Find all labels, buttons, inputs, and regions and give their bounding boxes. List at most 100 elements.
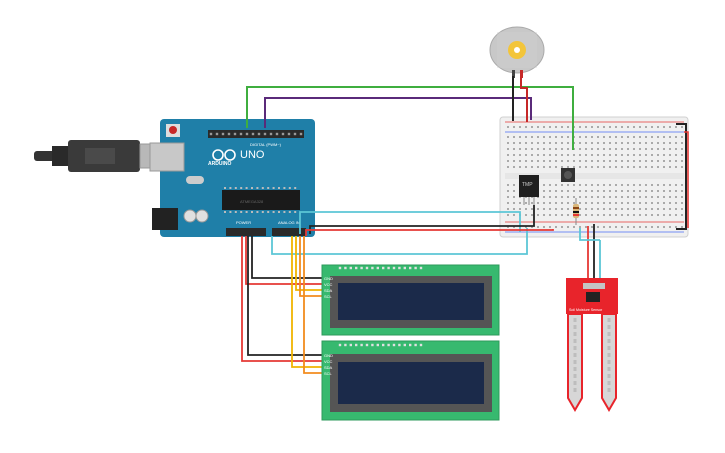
breadboard-hole: [585, 190, 587, 192]
breadboard-hole: [573, 160, 575, 162]
push-button[interactable]: [561, 168, 575, 182]
breadboard-hole: [639, 148, 641, 150]
lcd-pin: [419, 266, 423, 270]
breadboard-hole: [681, 154, 683, 156]
breadboard-hole: [573, 196, 575, 198]
breadboard-hole: [615, 202, 617, 204]
breadboard-hole: [597, 148, 599, 150]
chip-pin: [294, 211, 297, 213]
wire-cyan-analog-1[interactable]: [299, 211, 521, 234]
wire-lcd1-sda[interactable]: [295, 236, 327, 291]
wire-lcd1-vcc[interactable]: [245, 236, 327, 285]
chip-pin: [267, 211, 270, 213]
breadboard-hole: [621, 154, 623, 156]
wire-motor-red[interactable]: [520, 76, 528, 122]
breadboard-hole: [675, 214, 677, 216]
wire-lcd2-vcc[interactable]: [241, 236, 327, 362]
digital-label: DIGITAL (PWM~): [250, 142, 282, 147]
breadboard-hole: [543, 208, 545, 210]
analog-label: ANALOG IN: [278, 220, 300, 225]
power-header[interactable]: [226, 228, 266, 236]
wire-rail-red-right[interactable]: [684, 131, 689, 228]
breadboard-hole: [621, 202, 623, 204]
dc-motor[interactable]: [489, 26, 545, 78]
breadboard-hole: [567, 154, 569, 156]
wire-rail-black-right[interactable]: [676, 123, 687, 230]
wire-lcd2-gnd[interactable]: [247, 236, 327, 356]
breadboard-hole: [651, 190, 653, 192]
breadboard-hole: [615, 166, 617, 168]
breadboard-hole: [531, 208, 533, 210]
lcd-pin: [371, 266, 374, 270]
breadboard-hole: [507, 202, 509, 204]
chip-pin: [224, 187, 226, 189]
usb-cable[interactable]: [34, 140, 173, 172]
digital-pin: [257, 132, 261, 136]
breadboard-hole: [591, 202, 593, 204]
chip-pin: [240, 211, 243, 213]
wire-cyan-analog-2[interactable]: [271, 228, 528, 255]
breadboard-hole: [507, 226, 509, 228]
wire-lcd2-scl[interactable]: [303, 236, 327, 374]
breadboard-hole: [675, 226, 677, 228]
breadboard-hole: [651, 202, 653, 204]
digital-header[interactable]: [208, 130, 304, 138]
breadboard-hole: [513, 142, 515, 144]
breadboard-hole: [621, 214, 623, 216]
breadboard-hole: [597, 184, 599, 186]
breadboard-hole: [561, 202, 563, 204]
chip-pin: [283, 187, 286, 189]
analog-header[interactable]: [272, 228, 306, 236]
breadboard-hole: [543, 160, 545, 162]
chip-pin: [240, 187, 243, 189]
breadboard-hole: [525, 126, 527, 128]
breadboard-hole: [657, 166, 659, 168]
tmp-sensor[interactable]: TMP: [519, 175, 539, 205]
breadboard-hole: [525, 226, 527, 228]
breadboard-hole: [585, 154, 587, 156]
chip-pin: [251, 211, 253, 213]
breadboard-hole: [681, 160, 683, 162]
wire-green-digital[interactable]: [246, 86, 574, 150]
breadboard-hole: [525, 142, 527, 144]
chip-pin: [229, 187, 232, 189]
resistor[interactable]: [573, 198, 579, 225]
soil-moisture-sensor[interactable]: Soil Moisture Sensor: [566, 278, 618, 412]
breadboard[interactable]: [499, 116, 689, 238]
breadboard-hole: [561, 208, 563, 210]
breadboard-hole: [561, 142, 563, 144]
wire-lcd1-scl[interactable]: [299, 236, 327, 297]
lcd-pin: [414, 343, 417, 347]
breadboard-hole: [681, 202, 683, 204]
wire-red-power-bb[interactable]: [305, 229, 554, 236]
breadboard-hole: [669, 208, 671, 210]
breadboard-hole: [591, 184, 593, 186]
dc-jack[interactable]: [152, 208, 178, 230]
breadboard-hole: [507, 184, 509, 186]
breadboard-hole: [549, 214, 551, 216]
breadboard-hole: [663, 196, 665, 198]
breadboard-hole: [567, 214, 569, 216]
lcd-display-1[interactable]: GND VCC SDA SCL: [321, 264, 500, 336]
breadboard-hole: [663, 208, 665, 210]
breadboard-hole: [645, 184, 647, 186]
breadboard-hole: [543, 190, 545, 192]
breadboard-hole: [573, 226, 575, 228]
wire-lcd2-sda[interactable]: [291, 236, 327, 368]
arduino-uno-board[interactable]: DIGITAL (PWM~) ARDUINO UNO ATMEGA328 POW…: [149, 119, 315, 237]
lcd-display-2[interactable]: GND VCC SDA SCL: [321, 340, 500, 421]
breadboard-hole: [591, 154, 593, 156]
usb-port[interactable]: [149, 142, 185, 172]
breadboard-hole: [555, 154, 557, 156]
breadboard-hole: [591, 136, 593, 138]
wire-lcd1-gnd[interactable]: [251, 236, 327, 279]
breadboard-hole: [663, 148, 665, 150]
breadboard-hole: [555, 202, 557, 204]
wire-purple-digital[interactable]: [264, 97, 532, 128]
breadboard-hole: [513, 136, 515, 138]
chip-pin: [294, 187, 297, 189]
wire-soil-sig-link[interactable]: [579, 228, 600, 241]
chip-pin: [267, 187, 270, 189]
lcd-pin: [419, 343, 423, 347]
